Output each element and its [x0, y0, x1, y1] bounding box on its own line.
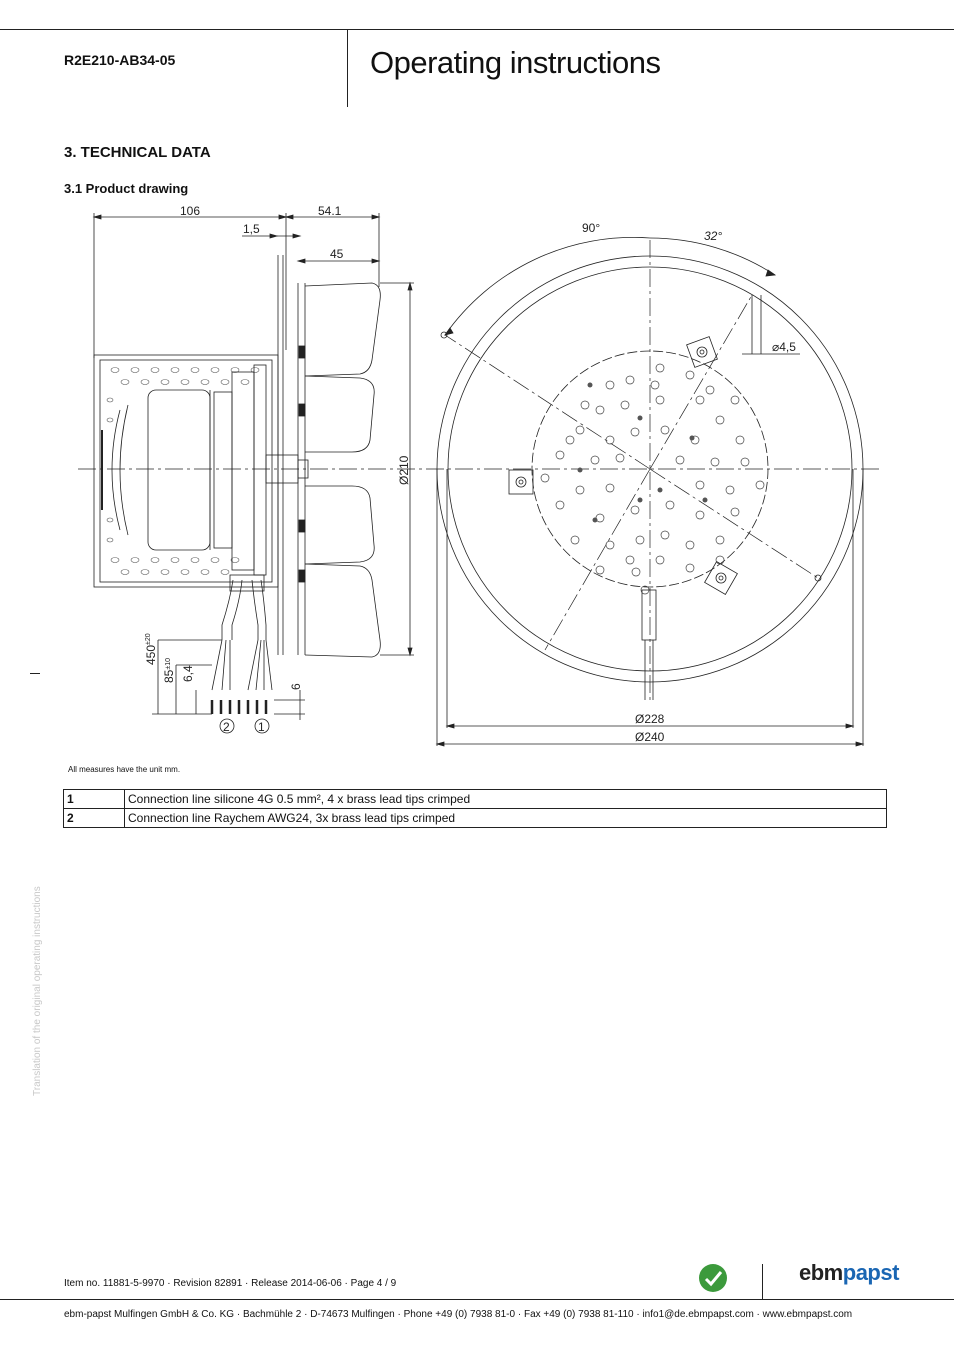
legend-table: 1 Connection line silicone 4G 0.5 mm², 4…: [63, 789, 887, 828]
dim-6-4: 6,4: [181, 665, 195, 682]
dim-450: 450±20: [144, 633, 158, 665]
measure-note: All measures have the unit mm.: [68, 765, 181, 774]
subsection-heading: 3.1 Product drawing: [64, 181, 189, 196]
legend-row: 1 Connection line silicone 4G 0.5 mm², 4…: [63, 789, 887, 809]
section-heading: 3. TECHNICAL DATA: [64, 144, 211, 161]
dim-106: 106: [180, 204, 200, 218]
legend-text: Connection line Raychem AWG24, 3x brass …: [124, 808, 887, 828]
dim-d228: Ø228: [635, 712, 665, 726]
dim-6: 6: [289, 683, 303, 690]
dim-85: 85±10: [162, 658, 176, 683]
legend-num: 1: [63, 789, 125, 809]
cable-label-1: 1: [258, 720, 265, 734]
dim-angle-90: 90°: [582, 221, 600, 235]
cable-label-2: 2: [223, 720, 230, 734]
page-title: Operating instructions: [370, 45, 661, 80]
legend-text: Connection line silicone 4G 0.5 mm², 4 x…: [124, 789, 887, 809]
footer-rule: [0, 1299, 954, 1300]
dim-d210: Ø210: [397, 455, 411, 485]
header-top-rule: [0, 29, 954, 30]
green-tech-badge-icon: [699, 1264, 727, 1292]
legend-num: 2: [63, 808, 125, 828]
dim-45: 45: [330, 247, 344, 261]
footer-divider: [762, 1264, 763, 1300]
dim-d240: Ø240: [635, 730, 665, 744]
dim-angle-32: 32°: [704, 229, 722, 243]
fold-mark: [30, 673, 40, 674]
dim-1-5: 1,5: [243, 222, 260, 236]
header-divider: [347, 29, 348, 107]
dim-54-1: 54.1: [318, 204, 342, 218]
translation-note: Translation of the original operating in…: [32, 886, 43, 1096]
dim-4-5: ⌀4,5: [772, 340, 796, 354]
product-drawing: 106 54.1 1,5 45: [78, 204, 880, 747]
brand-logo: ebmpapst: [799, 1260, 899, 1285]
footer-address: ebm-papst Mulfingen GmbH & Co. KG · Bach…: [64, 1309, 853, 1320]
model-number: R2E210-AB34-05: [64, 52, 176, 68]
footer-meta: Item no. 11881-5-9970 · Revision 82891 ·…: [64, 1278, 397, 1289]
legend-row: 2 Connection line Raychem AWG24, 3x bras…: [63, 808, 887, 828]
